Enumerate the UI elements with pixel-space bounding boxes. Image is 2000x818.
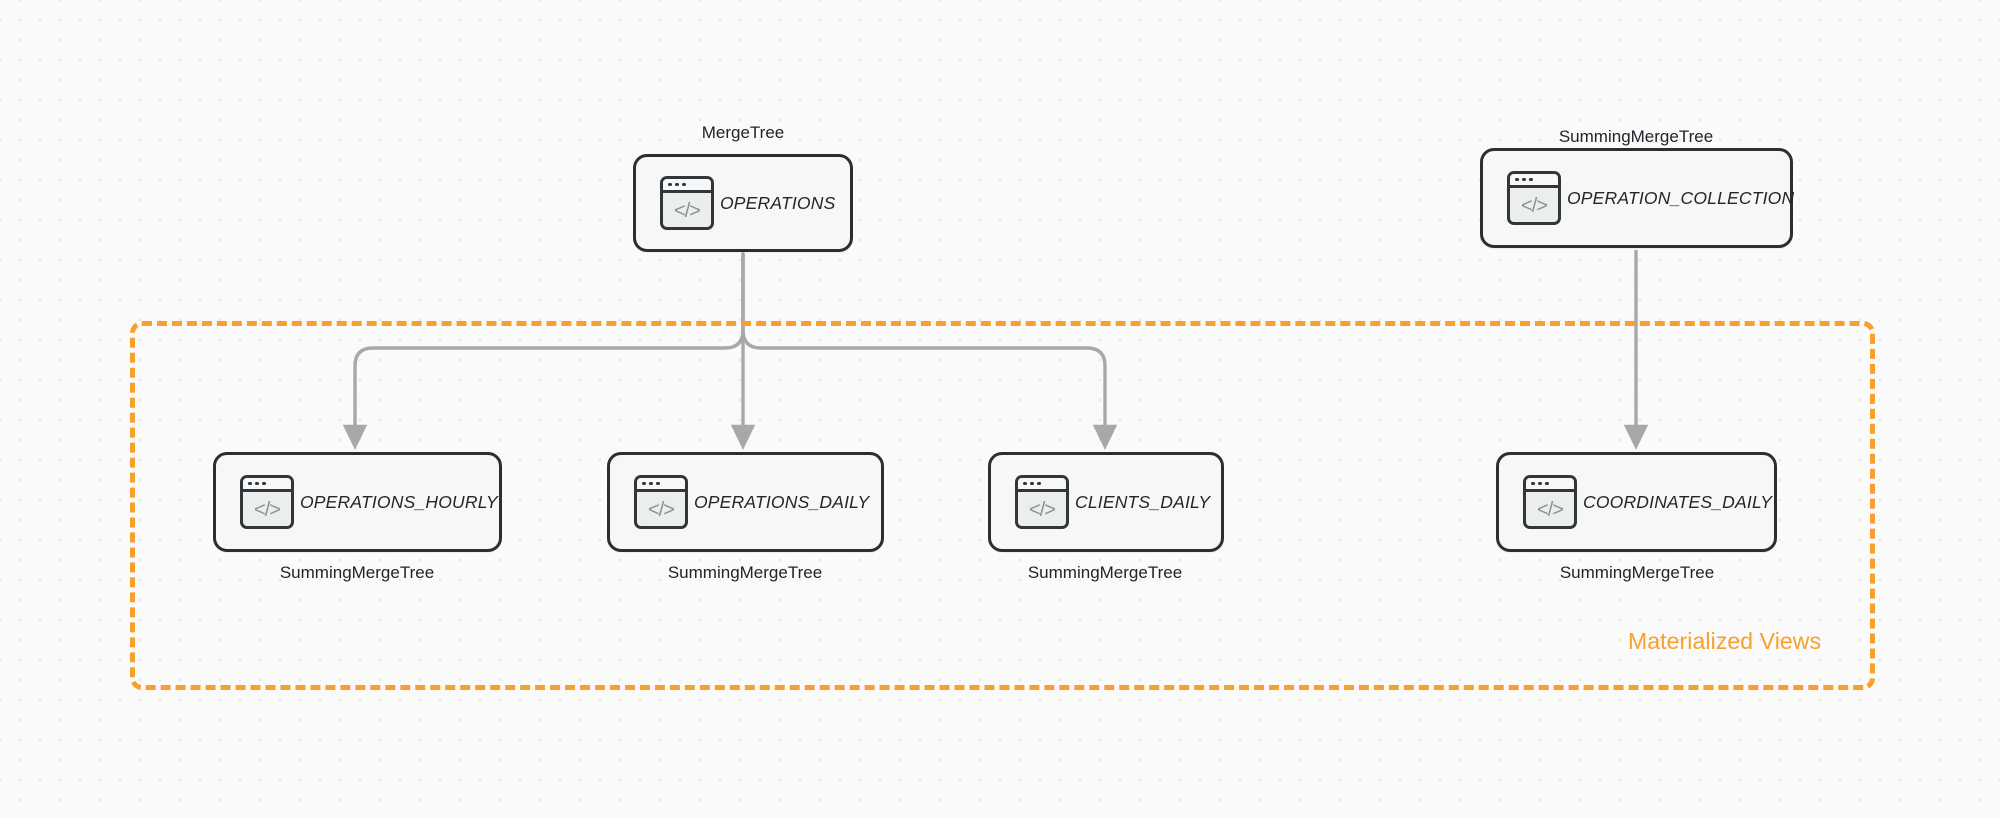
node-title: OPERATIONS_HOURLY — [300, 491, 498, 512]
node-title: OPERATION_COLLECTION — [1567, 187, 1795, 208]
node-operations-hourly[interactable]: </> OPERATIONS_HOURLY — [213, 452, 502, 552]
icon-dot — [682, 182, 686, 187]
icon-dot — [1030, 481, 1034, 486]
icon-titlebar — [1510, 174, 1558, 188]
node-title: OPERATIONS — [720, 192, 836, 213]
icon-code-glyph: </> — [674, 199, 701, 222]
icon-dot — [1529, 177, 1533, 182]
icon-dot — [642, 481, 646, 486]
node-operations-daily[interactable]: </> OPERATIONS_DAILY — [607, 452, 884, 552]
icon-dot — [668, 182, 672, 187]
icon-dot — [675, 182, 679, 187]
materialized-views-group-label: Materialized Views — [1628, 628, 1822, 654]
engine-label-operation-collection: SummingMergeTree — [1558, 127, 1714, 146]
icon-titlebar — [1018, 478, 1066, 492]
icon-dot — [1037, 481, 1041, 486]
materialized-views-group — [130, 321, 1875, 690]
icon-code-glyph: </> — [1029, 498, 1056, 521]
icon-titlebar — [1526, 478, 1574, 492]
icon-dot — [248, 481, 252, 486]
icon-code-glyph: </> — [1537, 498, 1564, 521]
icon-titlebar — [243, 478, 291, 492]
engine-label-clients-daily: SummingMergeTree — [1027, 563, 1183, 582]
icon-dot — [1515, 177, 1519, 182]
engine-label-operations: MergeTree — [701, 123, 785, 142]
icon-titlebar — [663, 179, 711, 193]
icon-code-glyph: </> — [648, 498, 675, 521]
node-operation-collection[interactable]: </> OPERATION_COLLECTION — [1480, 148, 1794, 248]
icon-dot — [656, 481, 660, 486]
node-clients-daily[interactable]: </> CLIENTS_DAILY — [988, 452, 1224, 552]
node-title: CLIENTS_DAILY — [1075, 491, 1211, 512]
icon-dot — [255, 481, 259, 486]
node-operations[interactable]: </> OPERATIONS — [633, 154, 853, 252]
code-window-icon: </> — [1507, 171, 1561, 225]
icon-dot — [1023, 481, 1027, 486]
icon-dot — [649, 481, 653, 486]
icon-code-glyph: </> — [254, 498, 281, 521]
node-coordinates-daily[interactable]: </> COORDINATES_DAILY — [1496, 452, 1777, 552]
code-window-icon: </> — [1523, 475, 1577, 529]
icon-titlebar — [637, 478, 685, 492]
node-title: COORDINATES_DAILY — [1583, 491, 1773, 512]
node-title: OPERATIONS_DAILY — [694, 491, 870, 512]
engine-label-operations-hourly: SummingMergeTree — [279, 563, 435, 582]
icon-dot — [1538, 481, 1542, 486]
icon-dot — [1531, 481, 1535, 486]
icon-dot — [262, 481, 266, 486]
icon-code-glyph: </> — [1521, 194, 1548, 217]
icon-dot — [1522, 177, 1526, 182]
engine-label-coordinates-daily: SummingMergeTree — [1559, 563, 1715, 582]
code-window-icon: </> — [660, 176, 714, 230]
engine-label-operations-daily: SummingMergeTree — [667, 563, 823, 582]
code-window-icon: </> — [240, 475, 294, 529]
icon-dot — [1545, 481, 1549, 486]
code-window-icon: </> — [634, 475, 688, 529]
code-window-icon: </> — [1015, 475, 1069, 529]
